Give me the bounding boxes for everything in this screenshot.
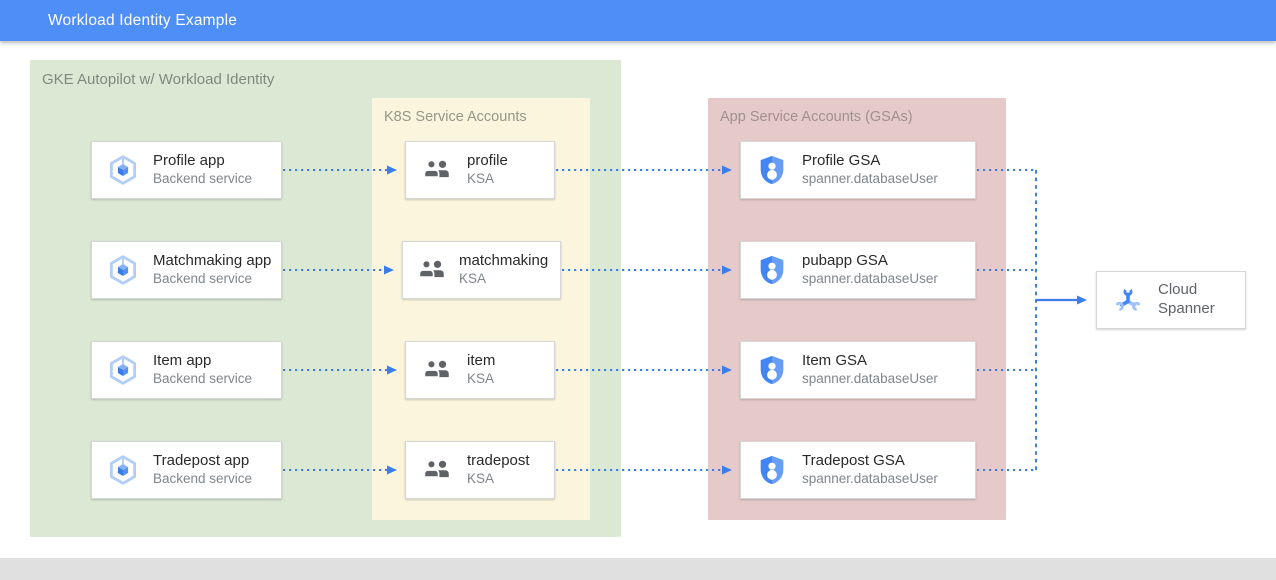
node-title: item [467,351,496,369]
node-title: pubapp GSA [802,251,888,269]
node-subtitle: spanner.databaseUser [802,271,938,287]
node-item-ksa: item KSA [405,341,555,399]
shield-user-icon [760,355,784,385]
title-bar: Workload Identity Example [0,0,1276,41]
shield-user-icon [760,155,784,185]
node-subtitle: Backend service [153,371,253,387]
node-subtitle: KSA [467,171,495,187]
node-title: Tradepost GSA [802,451,905,469]
node-cloud-spanner: Cloud Spanner [1096,271,1246,329]
people-icon [423,159,450,178]
node-profile-app: Profile app Backend service [91,141,282,199]
shield-user-icon [760,255,784,285]
node-title: Profile app [153,151,225,169]
gke-hexagon-icon [109,255,137,285]
node-subtitle: spanner.databaseUser [802,171,938,187]
bottom-bar [0,558,1276,580]
node-profile-gsa: Profile GSA spanner.databaseUser [740,141,976,199]
people-icon [418,259,445,278]
node-title: Cloud Spanner [1158,281,1215,317]
node-tradepost-app: Tradepost app Backend service [91,441,282,499]
node-matchmaking-app: Matchmaking app Backend service [91,241,282,299]
shield-user-icon [760,455,784,485]
node-subtitle: KSA [467,371,495,387]
node-item-gsa: Item GSA spanner.databaseUser [740,341,976,399]
region-ksa-label: K8S Service Accounts [384,109,527,125]
gke-hexagon-icon [109,355,137,385]
node-title: Matchmaking app [153,251,272,269]
node-title: matchmaking [459,251,549,269]
people-icon [423,459,450,478]
node-item-app: Item app Backend service [91,341,282,399]
node-subtitle: spanner.databaseUser [802,471,938,487]
node-profile-ksa: profile KSA [405,141,555,199]
node-subtitle: Backend service [153,171,253,187]
node-title: Profile GSA [802,151,881,169]
node-title: Tradepost app [153,451,250,469]
region-gke-label: GKE Autopilot w/ Workload Identity [42,71,275,88]
gke-hexagon-icon [109,155,137,185]
node-title: tradepost [467,451,530,469]
page-title: Workload Identity Example [48,11,238,29]
node-subtitle: spanner.databaseUser [802,371,938,387]
node-subtitle: Backend service [153,271,253,287]
node-subtitle: KSA [467,471,495,487]
node-subtitle: KSA [459,271,487,287]
node-pubapp-gsa: pubapp GSA spanner.databaseUser [740,241,976,299]
node-tradepost-ksa: tradepost KSA [405,441,555,499]
node-matchmaking-ksa: matchmaking KSA [402,241,561,299]
node-title: Item GSA [802,351,868,369]
node-title: profile [467,151,508,169]
region-gsa-label: App Service Accounts (GSAs) [720,109,913,125]
people-icon [423,359,450,378]
node-title: Item app [153,351,212,369]
gke-hexagon-icon [109,455,137,485]
node-subtitle: Backend service [153,471,253,487]
node-tradepost-gsa: Tradepost GSA spanner.databaseUser [740,441,976,499]
cloud-spanner-icon [1111,283,1145,317]
